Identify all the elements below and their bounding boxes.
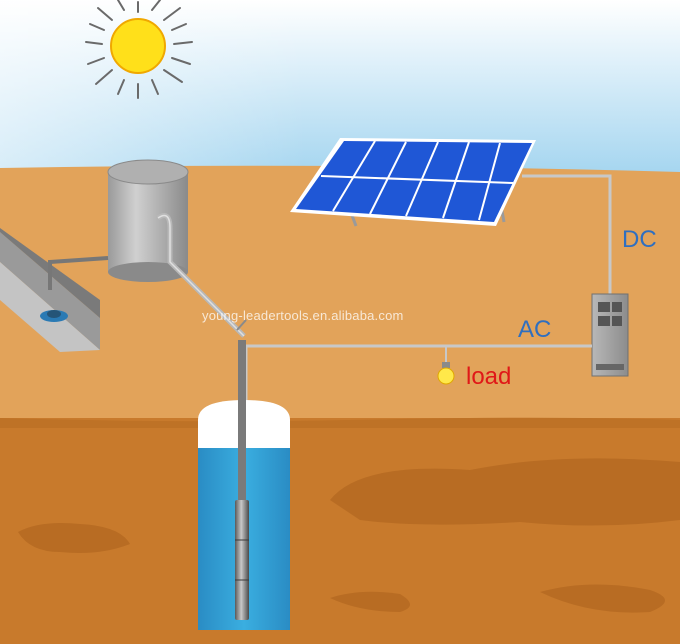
watermark-text: young-leadertools.en.alibaba.com <box>202 308 404 323</box>
dc-wire <box>522 174 612 296</box>
controller-icon <box>591 293 629 377</box>
sun-icon <box>85 0 193 99</box>
solar-panel-icon <box>290 138 536 227</box>
submersible-pump-icon <box>235 319 249 620</box>
ac-label: AC <box>518 316 552 343</box>
dc-label: DC <box>622 226 657 253</box>
water-tank-icon <box>107 159 246 338</box>
light-bulb-icon <box>437 362 455 385</box>
water-trough-icon <box>0 228 109 352</box>
load-label: load <box>466 363 512 390</box>
